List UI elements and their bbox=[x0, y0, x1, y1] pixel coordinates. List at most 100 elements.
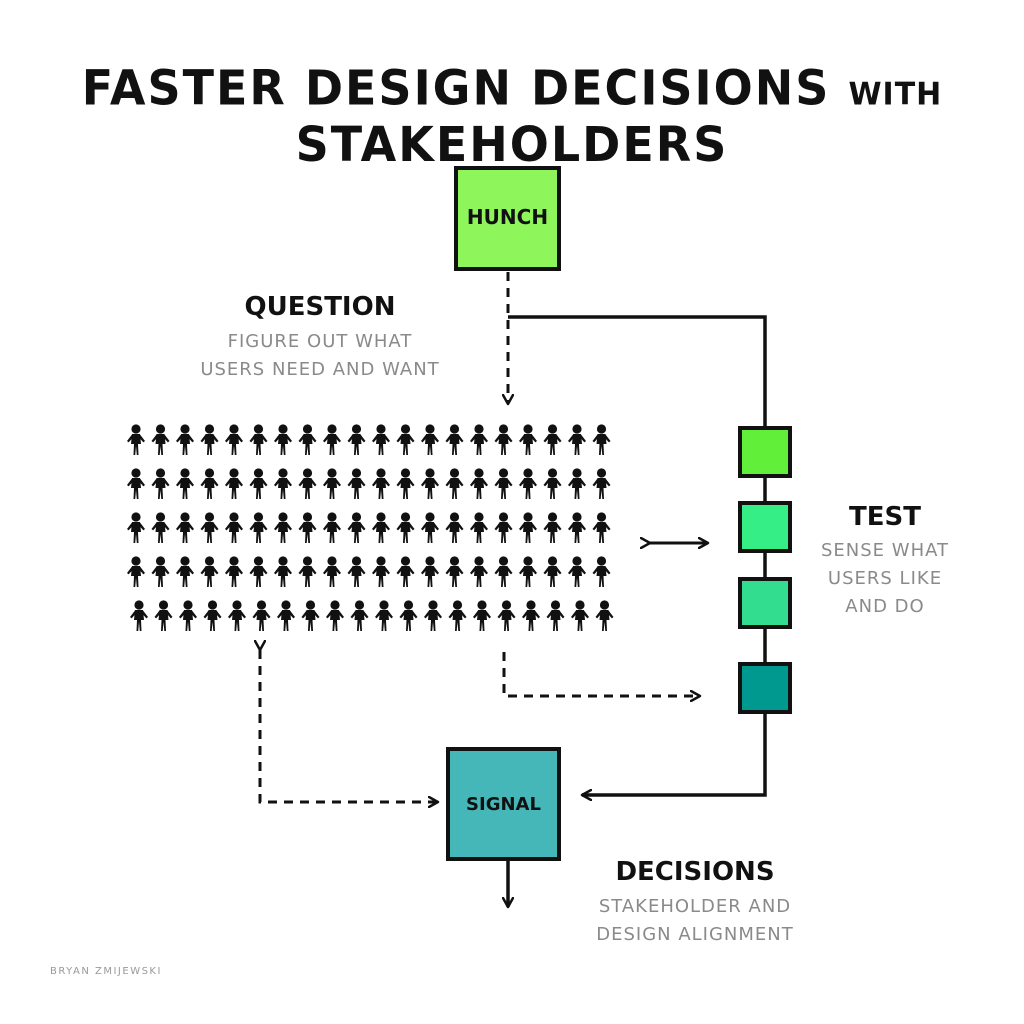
person-figure bbox=[445, 424, 464, 455]
person-figure bbox=[323, 556, 341, 587]
person-figure bbox=[421, 424, 439, 455]
person-figure bbox=[252, 600, 271, 631]
test-heading: TEST bbox=[849, 502, 921, 532]
person-figure bbox=[396, 468, 415, 499]
person-figure bbox=[130, 600, 148, 631]
person-figure bbox=[543, 468, 562, 499]
users-crowd bbox=[127, 424, 614, 631]
person-figure bbox=[421, 512, 439, 543]
person-figure bbox=[200, 468, 219, 499]
person-figure bbox=[592, 556, 611, 587]
person-figure bbox=[225, 556, 243, 587]
question-heading: QUESTION bbox=[244, 292, 396, 322]
test-line-1: SENSE WHAT bbox=[820, 540, 950, 561]
test-box-2 bbox=[738, 501, 792, 553]
person-figure bbox=[519, 512, 537, 543]
person-figure bbox=[375, 600, 393, 631]
person-figure bbox=[445, 512, 464, 543]
person-figure bbox=[522, 600, 540, 631]
test-box-1 bbox=[738, 426, 792, 478]
person-figure bbox=[225, 468, 243, 499]
person-figure bbox=[372, 556, 390, 587]
person-figure bbox=[176, 556, 194, 587]
decisions-line-2: DESIGN ALIGNMENT bbox=[596, 924, 794, 945]
person-figure bbox=[396, 556, 415, 587]
title-part-2: WITH bbox=[848, 76, 943, 113]
person-figure bbox=[326, 600, 344, 631]
person-figure bbox=[249, 424, 268, 455]
person-figure bbox=[396, 512, 415, 543]
person-figure bbox=[445, 556, 464, 587]
person-figure bbox=[203, 600, 222, 631]
person-figure bbox=[228, 600, 246, 631]
person-figure bbox=[519, 468, 537, 499]
person-figure bbox=[497, 600, 516, 631]
question-line-1: FIGURE OUT WHAT bbox=[227, 331, 413, 352]
person-figure bbox=[396, 424, 415, 455]
decisions-line-1: STAKEHOLDER AND bbox=[598, 896, 792, 917]
person-figure bbox=[151, 424, 170, 455]
person-figure bbox=[347, 468, 366, 499]
author-credit: BRYAN ZMIJEWSKI bbox=[50, 966, 162, 977]
person-figure bbox=[274, 424, 292, 455]
person-figure bbox=[179, 600, 197, 631]
person-figure bbox=[347, 556, 366, 587]
person-figure bbox=[176, 512, 194, 543]
person-figure bbox=[127, 512, 145, 543]
title-part-3: STAKEHOLDERS bbox=[295, 116, 729, 173]
test-box-4 bbox=[738, 662, 792, 714]
person-figure bbox=[473, 600, 491, 631]
signal-node bbox=[446, 747, 561, 861]
person-figure bbox=[543, 512, 562, 543]
person-figure bbox=[274, 512, 292, 543]
hunch-to-test-line bbox=[508, 315, 767, 428]
person-figure bbox=[568, 468, 586, 499]
question-line-2: USERS NEED AND WANT bbox=[200, 359, 440, 380]
person-figure bbox=[323, 468, 341, 499]
person-figure bbox=[298, 556, 317, 587]
person-figure bbox=[595, 600, 614, 631]
person-figure bbox=[592, 468, 611, 499]
person-figure bbox=[249, 512, 268, 543]
test-box-3 bbox=[738, 577, 792, 629]
person-figure bbox=[350, 600, 369, 631]
person-figure bbox=[494, 556, 513, 587]
person-figure bbox=[568, 424, 586, 455]
person-figure bbox=[200, 424, 219, 455]
person-figure bbox=[176, 468, 194, 499]
person-figure bbox=[249, 468, 268, 499]
person-figure bbox=[424, 600, 442, 631]
person-figure bbox=[470, 424, 488, 455]
person-figure bbox=[274, 468, 292, 499]
hunch-node bbox=[454, 166, 561, 271]
person-figure bbox=[347, 424, 366, 455]
person-figure bbox=[127, 424, 145, 455]
person-figure bbox=[519, 556, 537, 587]
person-figure bbox=[176, 424, 194, 455]
person-figure bbox=[323, 424, 341, 455]
person-figure bbox=[470, 468, 488, 499]
person-figure bbox=[277, 600, 295, 631]
person-figure bbox=[249, 556, 268, 587]
person-figure bbox=[225, 424, 243, 455]
person-figure bbox=[421, 556, 439, 587]
person-figure bbox=[519, 424, 537, 455]
diagram-title: FASTER DESIGN DECISIONS WITH STAKEHOLDER… bbox=[0, 59, 1024, 172]
decisions-heading: DECISIONS bbox=[615, 857, 775, 887]
person-figure bbox=[470, 512, 488, 543]
person-figure bbox=[151, 512, 170, 543]
test-line-2: USERS LIKE bbox=[827, 568, 943, 589]
test-to-signal-arrow bbox=[582, 712, 767, 795]
person-figure bbox=[151, 556, 170, 587]
person-figure bbox=[399, 600, 418, 631]
person-figure bbox=[274, 556, 292, 587]
person-figure bbox=[200, 556, 219, 587]
signal-crowd-dashed-arrow bbox=[260, 650, 438, 802]
hunch-label: HUNCH bbox=[466, 205, 549, 229]
person-figure bbox=[470, 556, 488, 587]
person-figure bbox=[298, 424, 317, 455]
person-figure bbox=[154, 600, 173, 631]
person-figure bbox=[372, 468, 390, 499]
person-figure bbox=[372, 512, 390, 543]
